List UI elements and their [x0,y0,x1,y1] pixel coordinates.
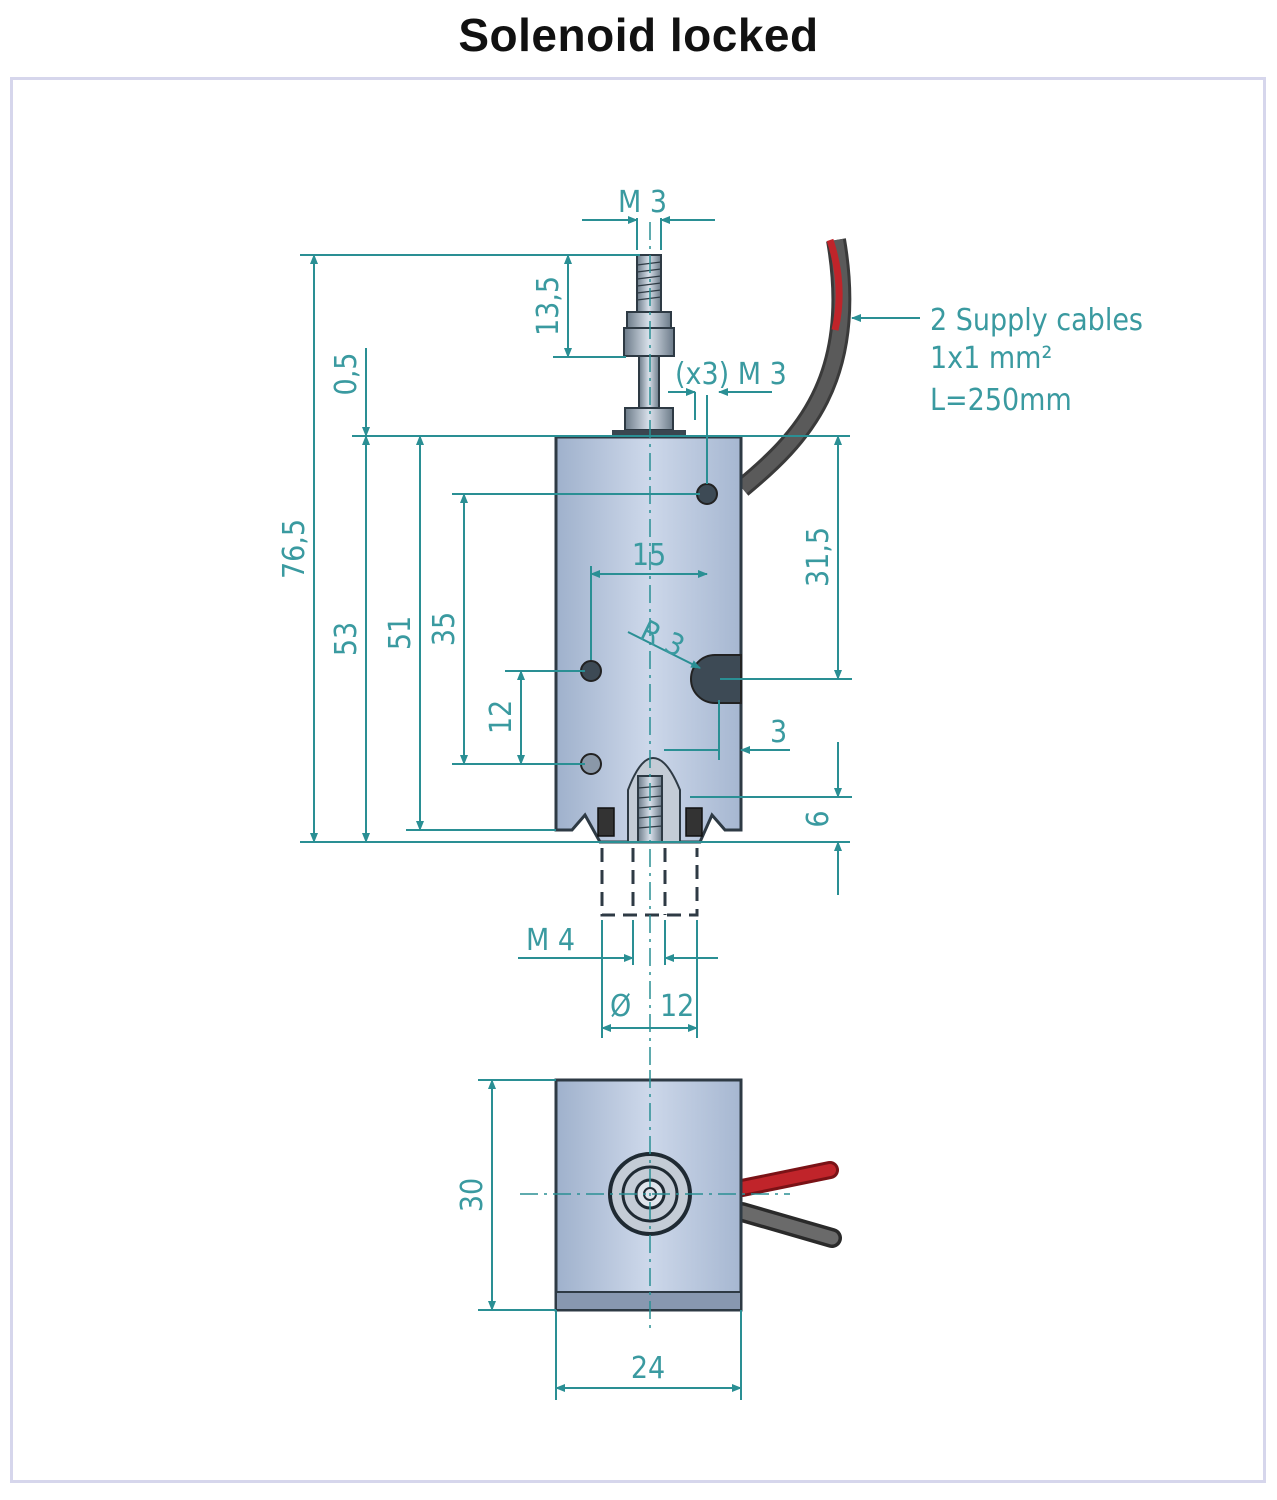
label-15: 15 [632,538,666,573]
label-53: 53 [329,622,364,656]
label-24: 24 [631,1351,665,1386]
dimension-lines [310,216,920,1032]
page-title: Solenoid locked [458,9,819,61]
dimension-labels: M 3 13,5 76,5 0,5 53 51 35 12 15 (x3) M … [277,185,1143,1024]
label-12: 12 [484,700,519,734]
label-diameter: 12 [660,989,694,1024]
slot [690,654,742,704]
top-view-dimensions [478,1079,742,1400]
label-gap: 0,5 [329,353,364,396]
label-30: 30 [455,1178,490,1212]
supply-cable [735,238,852,496]
extension-lines [300,218,852,1038]
label-holes: (x3) M 3 [675,357,787,392]
label-51: 51 [383,616,418,650]
label-slot-offset: 3 [770,715,787,750]
drawing-frame [10,77,1266,1483]
cable-note-line3: L=250mm [930,383,1072,418]
label-thread-bottom: M 4 [526,923,575,958]
label-overall-length: 76,5 [277,519,312,579]
top-view-centerlines [520,1070,790,1330]
solenoid-body-front [554,435,743,844]
label-6: 6 [801,810,836,827]
label-31-5: 31,5 [801,527,836,587]
cable-note-line1: 2 Supply cables [930,303,1143,338]
label-plunger-length: 13,5 [531,276,566,336]
supply-cables-end-view [732,1161,842,1248]
label-35: 35 [427,612,462,646]
solenoid-body-top-view [554,1078,743,1312]
plunger-rod [612,254,686,436]
label-diameter-symbol: Ø [610,989,631,1024]
cable-note-line2: 1x1 mm² [930,341,1052,376]
label-thread-top: M 3 [618,185,667,220]
